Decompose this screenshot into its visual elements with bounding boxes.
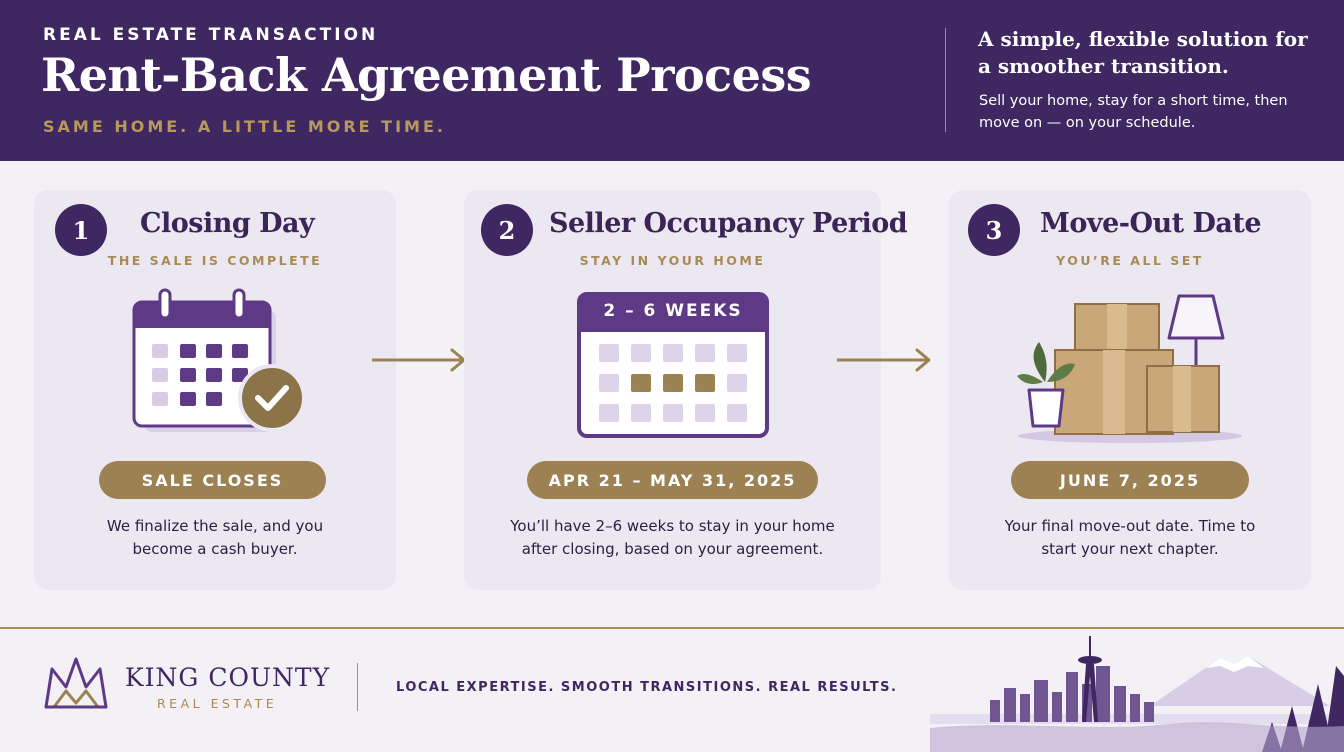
crown-logo-icon: [44, 657, 108, 709]
footer-slogan: LOCAL EXPERTISE. SMOOTH TRANSITIONS. REA…: [396, 680, 898, 695]
header-subtext: Sell your home, stay for a short time, t…: [979, 93, 1288, 131]
calendar-header-label: 2 – 6 WEEKS: [603, 301, 743, 321]
seattle-skyline-icon: [930, 636, 1344, 752]
header-tagline: SAME HOME. A LITTLE MORE TIME.: [43, 117, 446, 136]
header-eyebrow: REAL ESTATE TRANSACTION: [43, 25, 379, 45]
step-number-badge: 3: [968, 204, 1020, 256]
arrow-right-icon: [837, 348, 931, 372]
step-card-occupancy-period: 2 Seller Occupancy Period STAY IN YOUR H…: [464, 190, 908, 590]
brand-name: KING COUNTY: [125, 663, 331, 692]
step-number-badge: 2: [481, 204, 533, 256]
step-number-badge: 1: [55, 204, 107, 256]
header-banner: REAL ESTATE TRANSACTION Rent-Back Agreem…: [0, 0, 1344, 161]
footer-vertical-divider: [357, 663, 358, 711]
step-card-move-out: 3 Move-Out Date YOU’RE ALL SET JUNE 7, 2…: [949, 190, 1311, 590]
step-subtitle: STAY IN YOUR HOME: [579, 253, 766, 268]
step-title: Seller Occupancy Period: [549, 208, 908, 239]
step-description: Your final move-out date. Time to start …: [1004, 517, 1256, 558]
step-subtitle: YOU’RE ALL SET: [1056, 253, 1204, 268]
step-card-closing-day: 1 Closing Day THE SALE IS COMPLETE SALE …: [34, 190, 396, 590]
arrow-right-icon: [372, 348, 466, 372]
step-description: We finalize the sale, and you become a c…: [106, 517, 324, 558]
header-lead: A simple, flexible solution for a smooth…: [978, 27, 1308, 78]
step-date-pill: JUNE 7, 2025: [1011, 461, 1249, 499]
calendar-weeks-icon: 2 – 6 WEEKS: [577, 292, 769, 440]
step-title: Closing Day: [140, 208, 315, 239]
footer-divider-line: [0, 627, 1344, 629]
calendar-check-icon: [132, 288, 302, 432]
step-date-pill: SALE CLOSES: [99, 461, 326, 499]
moving-boxes-icon: [1017, 294, 1242, 443]
brand-subtitle: REAL ESTATE: [157, 696, 278, 711]
header-divider: [945, 28, 946, 132]
step-subtitle: THE SALE IS COMPLETE: [107, 253, 323, 268]
page-title: Rent-Back Agreement Process: [41, 48, 812, 102]
step-date-pill: APR 21 – MAY 31, 2025: [527, 461, 818, 499]
step-description: You’ll have 2–6 weeks to stay in your ho…: [510, 517, 835, 558]
step-title: Move-Out Date: [1040, 208, 1262, 239]
